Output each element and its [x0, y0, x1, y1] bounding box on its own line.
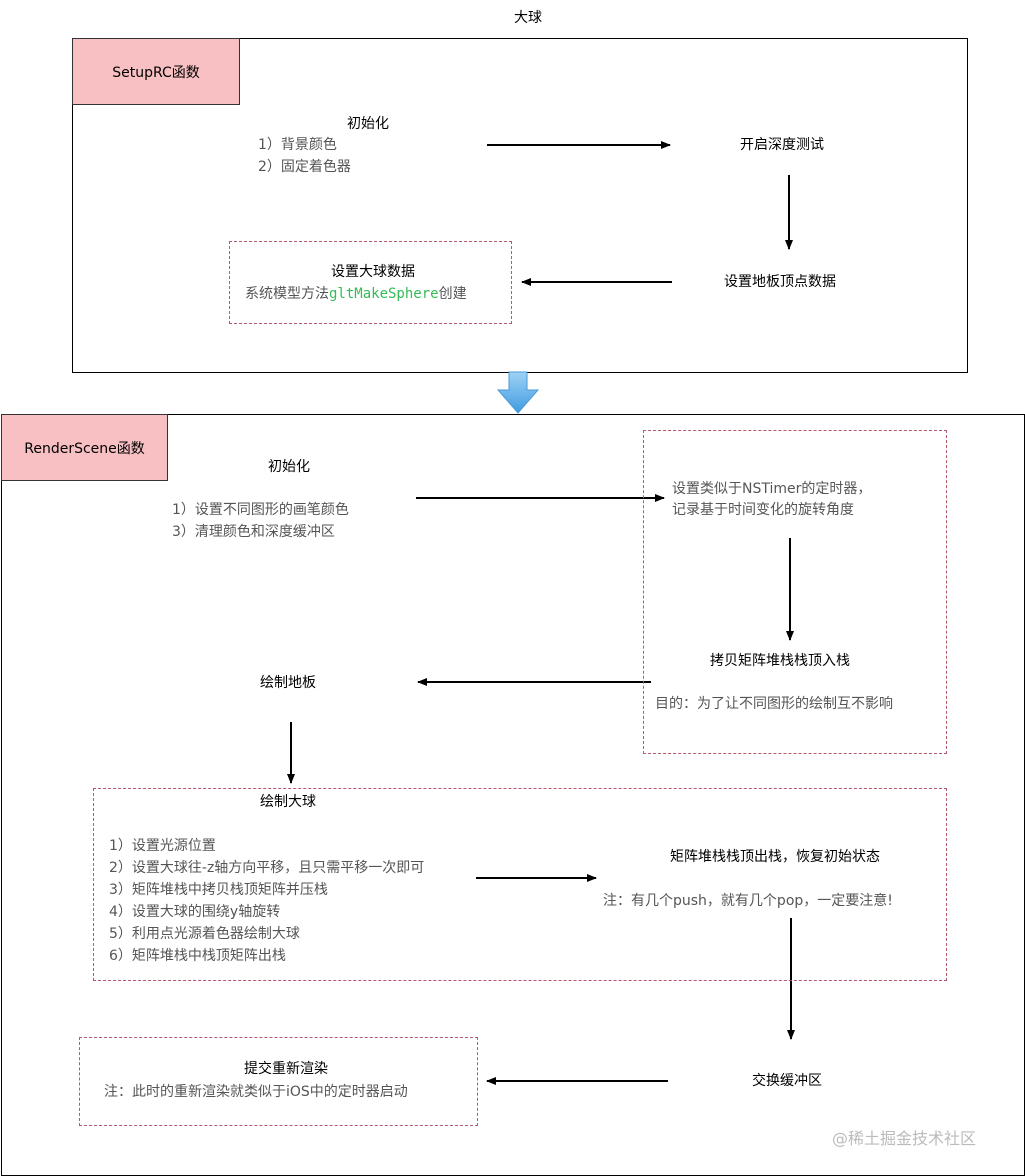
- sphere-data-box: [229, 241, 512, 324]
- render-init-item-1: 1）设置不同图形的画笔颜色: [172, 502, 349, 518]
- setup-init-title: 初始化: [347, 116, 389, 132]
- swap-buffers-step: 交换缓冲区: [752, 1073, 822, 1089]
- setuprc-tag: SetupRC函数: [72, 38, 240, 105]
- sphere-method-code: gltMakeSphere: [329, 286, 439, 302]
- sphere-method-prefix: 系统模型方法: [245, 286, 329, 302]
- render-init-title: 初始化: [268, 459, 310, 475]
- floor-vertex-step: 设置地板顶点数据: [724, 274, 836, 290]
- timer-line-2: 记录基于时间变化的旋转角度: [672, 502, 854, 518]
- draw-sphere-box: [93, 788, 947, 981]
- draw-floor-step: 绘制地板: [260, 675, 316, 691]
- timer-line-1: 设置类似于NSTimer的定时器，: [672, 481, 872, 497]
- pop-stack-title: 矩阵堆栈栈顶出栈，恢复初始状态: [670, 849, 880, 865]
- submit-render-note: 注：此时的重新渲染就类似于iOS中的定时器启动: [104, 1084, 408, 1100]
- submit-render-title: 提交重新渲染: [244, 1061, 328, 1077]
- depth-test-step: 开启深度测试: [740, 137, 824, 153]
- sphere-data-method: 系统模型方法gltMakeSphere创建: [245, 284, 467, 304]
- render-init-item-2: 3）清理颜色和深度缓冲区: [172, 524, 335, 540]
- draw-sphere-title: 绘制大球: [260, 794, 316, 810]
- sphere-data-title: 设置大球数据: [331, 264, 415, 280]
- draw-sphere-item-1: 1）设置光源位置: [109, 838, 216, 854]
- diagram-title: 大球: [514, 10, 542, 26]
- draw-sphere-item-2: 2）设置大球往-z轴方向平移，且只需平移一次即可: [109, 860, 425, 876]
- draw-sphere-item-4: 4）设置大球的围绕y轴旋转: [109, 904, 281, 920]
- watermark: @稀土掘金技术社区: [832, 1129, 977, 1148]
- setup-init-item-2: 2）固定着色器: [258, 159, 351, 175]
- draw-sphere-item-6: 6）矩阵堆栈中栈顶矩阵出栈: [109, 948, 286, 964]
- setup-init-item-1: 1）背景颜色: [258, 137, 337, 153]
- pop-stack-note: 注：有几个push，就有几个pop，一定要注意!: [603, 893, 893, 909]
- renderscene-tag: RenderScene函数: [1, 414, 168, 481]
- sphere-method-suffix: 创建: [438, 286, 467, 302]
- draw-sphere-item-3: 3）矩阵堆栈中拷贝栈顶矩阵并压栈: [109, 882, 328, 898]
- submit-render-box: [79, 1037, 478, 1126]
- timer-push-box: [643, 430, 947, 754]
- draw-sphere-item-5: 5）利用点光源着色器绘制大球: [109, 926, 300, 942]
- frame-transition-arrow-icon: [496, 371, 540, 414]
- push-stack-title: 拷贝矩阵堆栈栈顶入栈: [710, 653, 850, 669]
- push-stack-note: 目的：为了让不同图形的绘制互不影响: [655, 696, 893, 712]
